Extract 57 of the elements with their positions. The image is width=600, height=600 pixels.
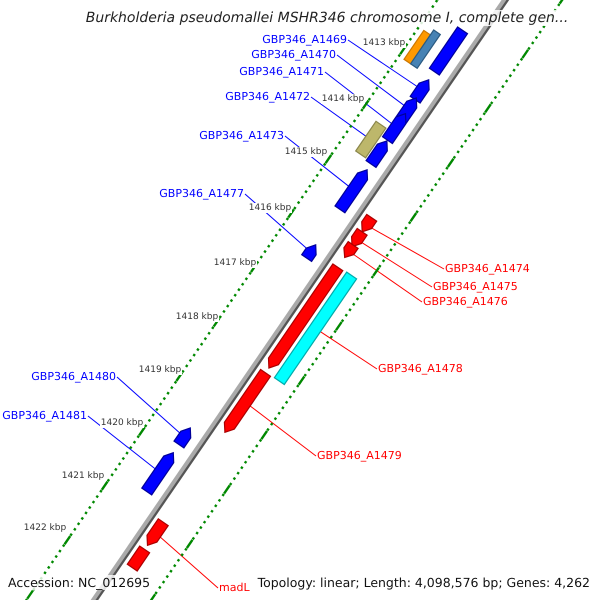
leader-line [353,254,422,302]
accession-text: Accession: NC_012695 [8,574,150,590]
gene-label: GBP346_A1474 [445,262,530,276]
gene-feature [409,78,430,104]
gene-label: GBP346_A1478 [378,362,463,376]
gene-label: GBP346_A1475 [433,280,518,294]
leader-line [310,96,366,137]
gene-label: GBP346_A1481 [2,409,87,423]
gene-feature [351,228,368,248]
gene-block [410,29,442,70]
scale-label: 1413 kbp [362,38,406,48]
leader-line [116,376,180,434]
gene-label: GBP346_A1472 [225,90,310,104]
leader-line [362,242,432,288]
summary-text: Topology: linear; Length: 4,098,576 bp; Genes: 4,262 [258,574,590,590]
gene-label: GBP346_A1473 [199,129,284,143]
gene-feature [146,518,170,546]
leader-line [160,536,218,588]
gene-label: GBP346_A1477 [159,187,244,201]
gene-label: madL [219,581,250,595]
scale-label: 1416 kbp [248,202,292,214]
leader-line [320,331,378,370]
scale-label: 1414 kbp [320,94,366,104]
gene-feature [224,368,272,434]
leader-line [324,72,392,124]
gene-block [274,271,358,386]
gene-feature [300,244,317,262]
scale-label: 1415 kbp [284,146,328,158]
scale-label: 1420 kbp [100,418,144,428]
gene-label: GBP346_A1479 [317,449,402,463]
leader-line [250,406,316,456]
gene-feature [126,545,150,572]
scale-label: 1418 kbp [174,312,220,322]
title: Burkholderia pseudomallei MSHR346 chromosome I, complete gen... [86,10,568,26]
gene-label: GBP346_A1476 [423,295,508,309]
scale-label: 1422 kbp [22,522,68,534]
scale-label: 1417 kbp [212,258,258,268]
gene-block [354,120,387,159]
gene-feature [140,452,174,496]
gene-feature [343,240,359,258]
gene-feature [268,263,344,369]
scale-label: 1421 kbp [60,470,106,482]
gene-feature [382,112,406,144]
gene-feature [365,140,388,168]
leader-line [88,416,156,470]
leader-line [371,228,444,270]
gene-label: GBP346_A1470 [251,48,336,62]
leader-line [348,40,418,87]
scale-label: 1419 kbp [138,364,182,376]
gene-feature [361,214,378,233]
leader-line [336,54,404,106]
gene-label: GBP346_A1471 [239,65,324,79]
gene-label: GBP346_A1480 [31,370,116,384]
gene-feature [334,168,368,214]
gene-label: GBP346_A1469 [262,33,347,47]
gene-feature [173,427,192,449]
gene-feature [428,26,468,76]
